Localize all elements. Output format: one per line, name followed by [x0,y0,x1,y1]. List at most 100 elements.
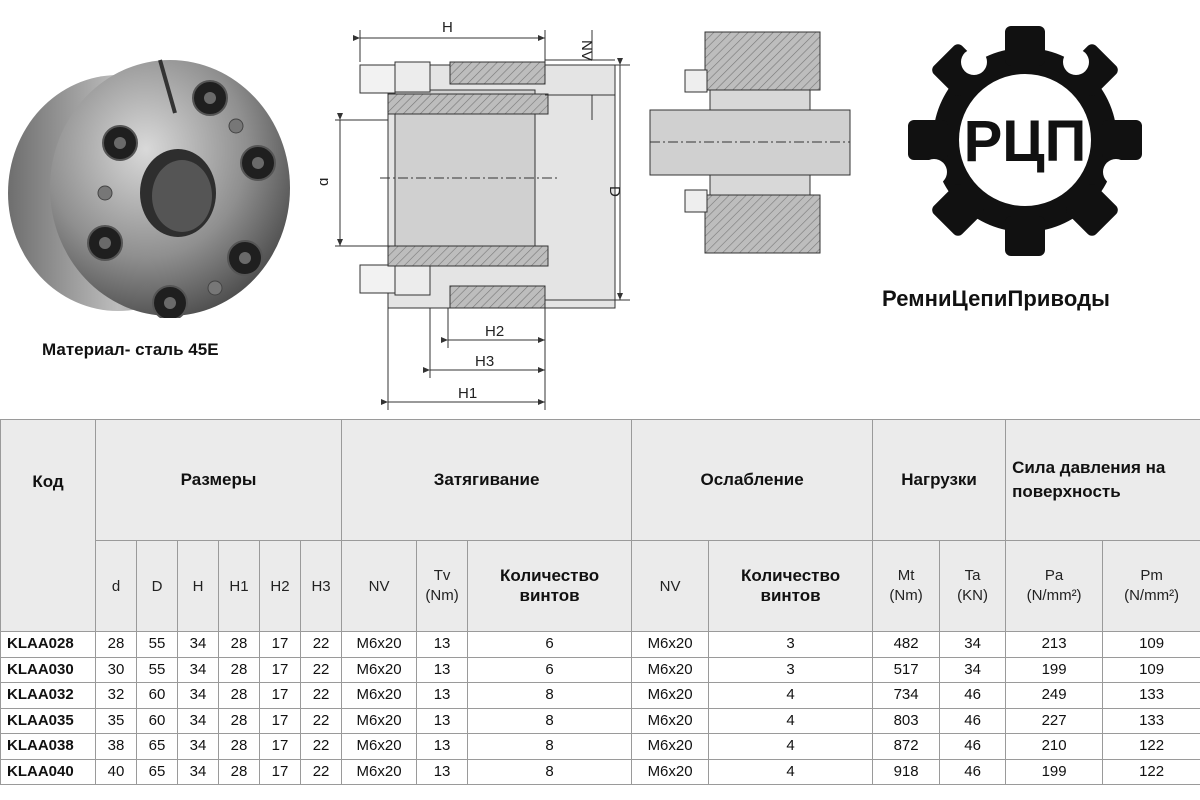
table-cell: M6x20 [341,631,418,658]
specification-table: Код Размеры Затягивание Ослабление Нагру… [0,419,1200,785]
table-cell: M6x20 [631,707,710,734]
table-cell: 872 [872,733,941,760]
table-cell: 199 [1005,656,1104,683]
table-cell: M6x20 [631,682,710,709]
table-cell: M6x20 [631,656,710,683]
table-cell: 803 [872,707,941,734]
header-code: Код [0,419,96,632]
table-cell: 28 [218,733,260,760]
table-cell: 122 [1102,733,1200,760]
table-cell: 17 [259,631,301,658]
table-cell: 22 [299,656,343,683]
table-cell: 517 [872,656,941,683]
table-cell: 28 [218,631,260,658]
table-cell: 34 [939,631,1007,658]
table-cell: 17 [259,707,301,734]
table-cell: 22 [299,682,343,709]
header-loosening: Ослабление [631,419,874,541]
product-code-cell: KLAA038 [0,733,96,760]
table-cell: 3 [708,656,874,683]
product-code-cell: KLAA040 [0,758,96,785]
table-cell: 13 [416,656,469,683]
table-cell: 38 [95,733,137,760]
table-cell: 13 [416,682,469,709]
table-cell: 8 [467,758,633,785]
product-code-cell: KLAA030 [0,656,96,683]
table-cell: 34 [177,682,219,709]
table-cell: 13 [416,631,469,658]
table-cell: M6x20 [631,733,710,760]
product-code-cell: KLAA028 [0,631,96,658]
table-cell: 40 [95,758,137,785]
table-cell: 55 [136,656,178,683]
dim-label-D: D [606,186,623,197]
product-photo [8,59,290,318]
table-cell: 8 [467,682,633,709]
table-cell: 17 [259,656,301,683]
header-pressure: Сила давления на поверхность [1005,419,1200,541]
table-cell: 34 [177,631,219,658]
table-cell: 227 [1005,707,1104,734]
subheader-tv: Tv(Nm) [416,540,469,632]
table-cell: 65 [136,733,178,760]
table-cell: 122 [1102,758,1200,785]
table-cell: 6 [467,656,633,683]
table-cell: 210 [1005,733,1104,760]
table-cell: 3 [708,631,874,658]
table-cell: 28 [218,656,260,683]
table-cell: 30 [95,656,137,683]
dim-label-d: d [320,178,332,186]
table-cell: 8 [467,733,633,760]
table-cell: 34 [177,733,219,760]
table-cell: M6x20 [631,631,710,658]
table-cell: 55 [136,631,178,658]
material-label: Материал- сталь 45E [42,340,219,359]
table-cell: 32 [95,682,137,709]
table-cell: 28 [218,707,260,734]
table-cell: 34 [939,656,1007,683]
table-cell: 22 [299,758,343,785]
table-cell: 4 [708,733,874,760]
table-cell: 46 [939,707,1007,734]
table-cell: M6x20 [631,758,710,785]
table-cell: 13 [416,707,469,734]
table-cell: M6x20 [341,656,418,683]
table-cell: 734 [872,682,941,709]
table-cell: M6x20 [341,758,418,785]
dim-label-H: H [442,19,453,36]
table-cell: 17 [259,758,301,785]
subheader-H1: H1 [218,540,260,632]
header-tightening: Затягивание [341,419,633,541]
table-cell: 28 [95,631,137,658]
product-code-cell: KLAA032 [0,682,96,709]
dim-label-H3: H3 [475,353,494,370]
brand-logo: РЦП [908,26,1142,256]
table-cell: 28 [218,682,260,709]
technical-drawing: H NV d D H2 H3 H1 [320,19,851,410]
subheader-H2: H2 [259,540,301,632]
table-cell: 918 [872,758,941,785]
table-cell: 22 [299,707,343,734]
table-cell: 4 [708,758,874,785]
dim-label-NV: NV [578,40,595,61]
table-cell: M6x20 [341,682,418,709]
table-cell: 109 [1102,656,1200,683]
subheader-ta: Ta(KN) [939,540,1007,632]
header-loads: Нагрузки [872,419,1007,541]
table-cell: 199 [1005,758,1104,785]
table-cell: 13 [416,733,469,760]
table-cell: 60 [136,707,178,734]
table-cell: 4 [708,682,874,709]
table-cell: 65 [136,758,178,785]
table-cell: 17 [259,733,301,760]
table-cell: 13 [416,758,469,785]
table-cell: 6 [467,631,633,658]
subheader-H: H [177,540,219,632]
table-cell: 46 [939,758,1007,785]
dim-label-H2: H2 [485,323,504,340]
